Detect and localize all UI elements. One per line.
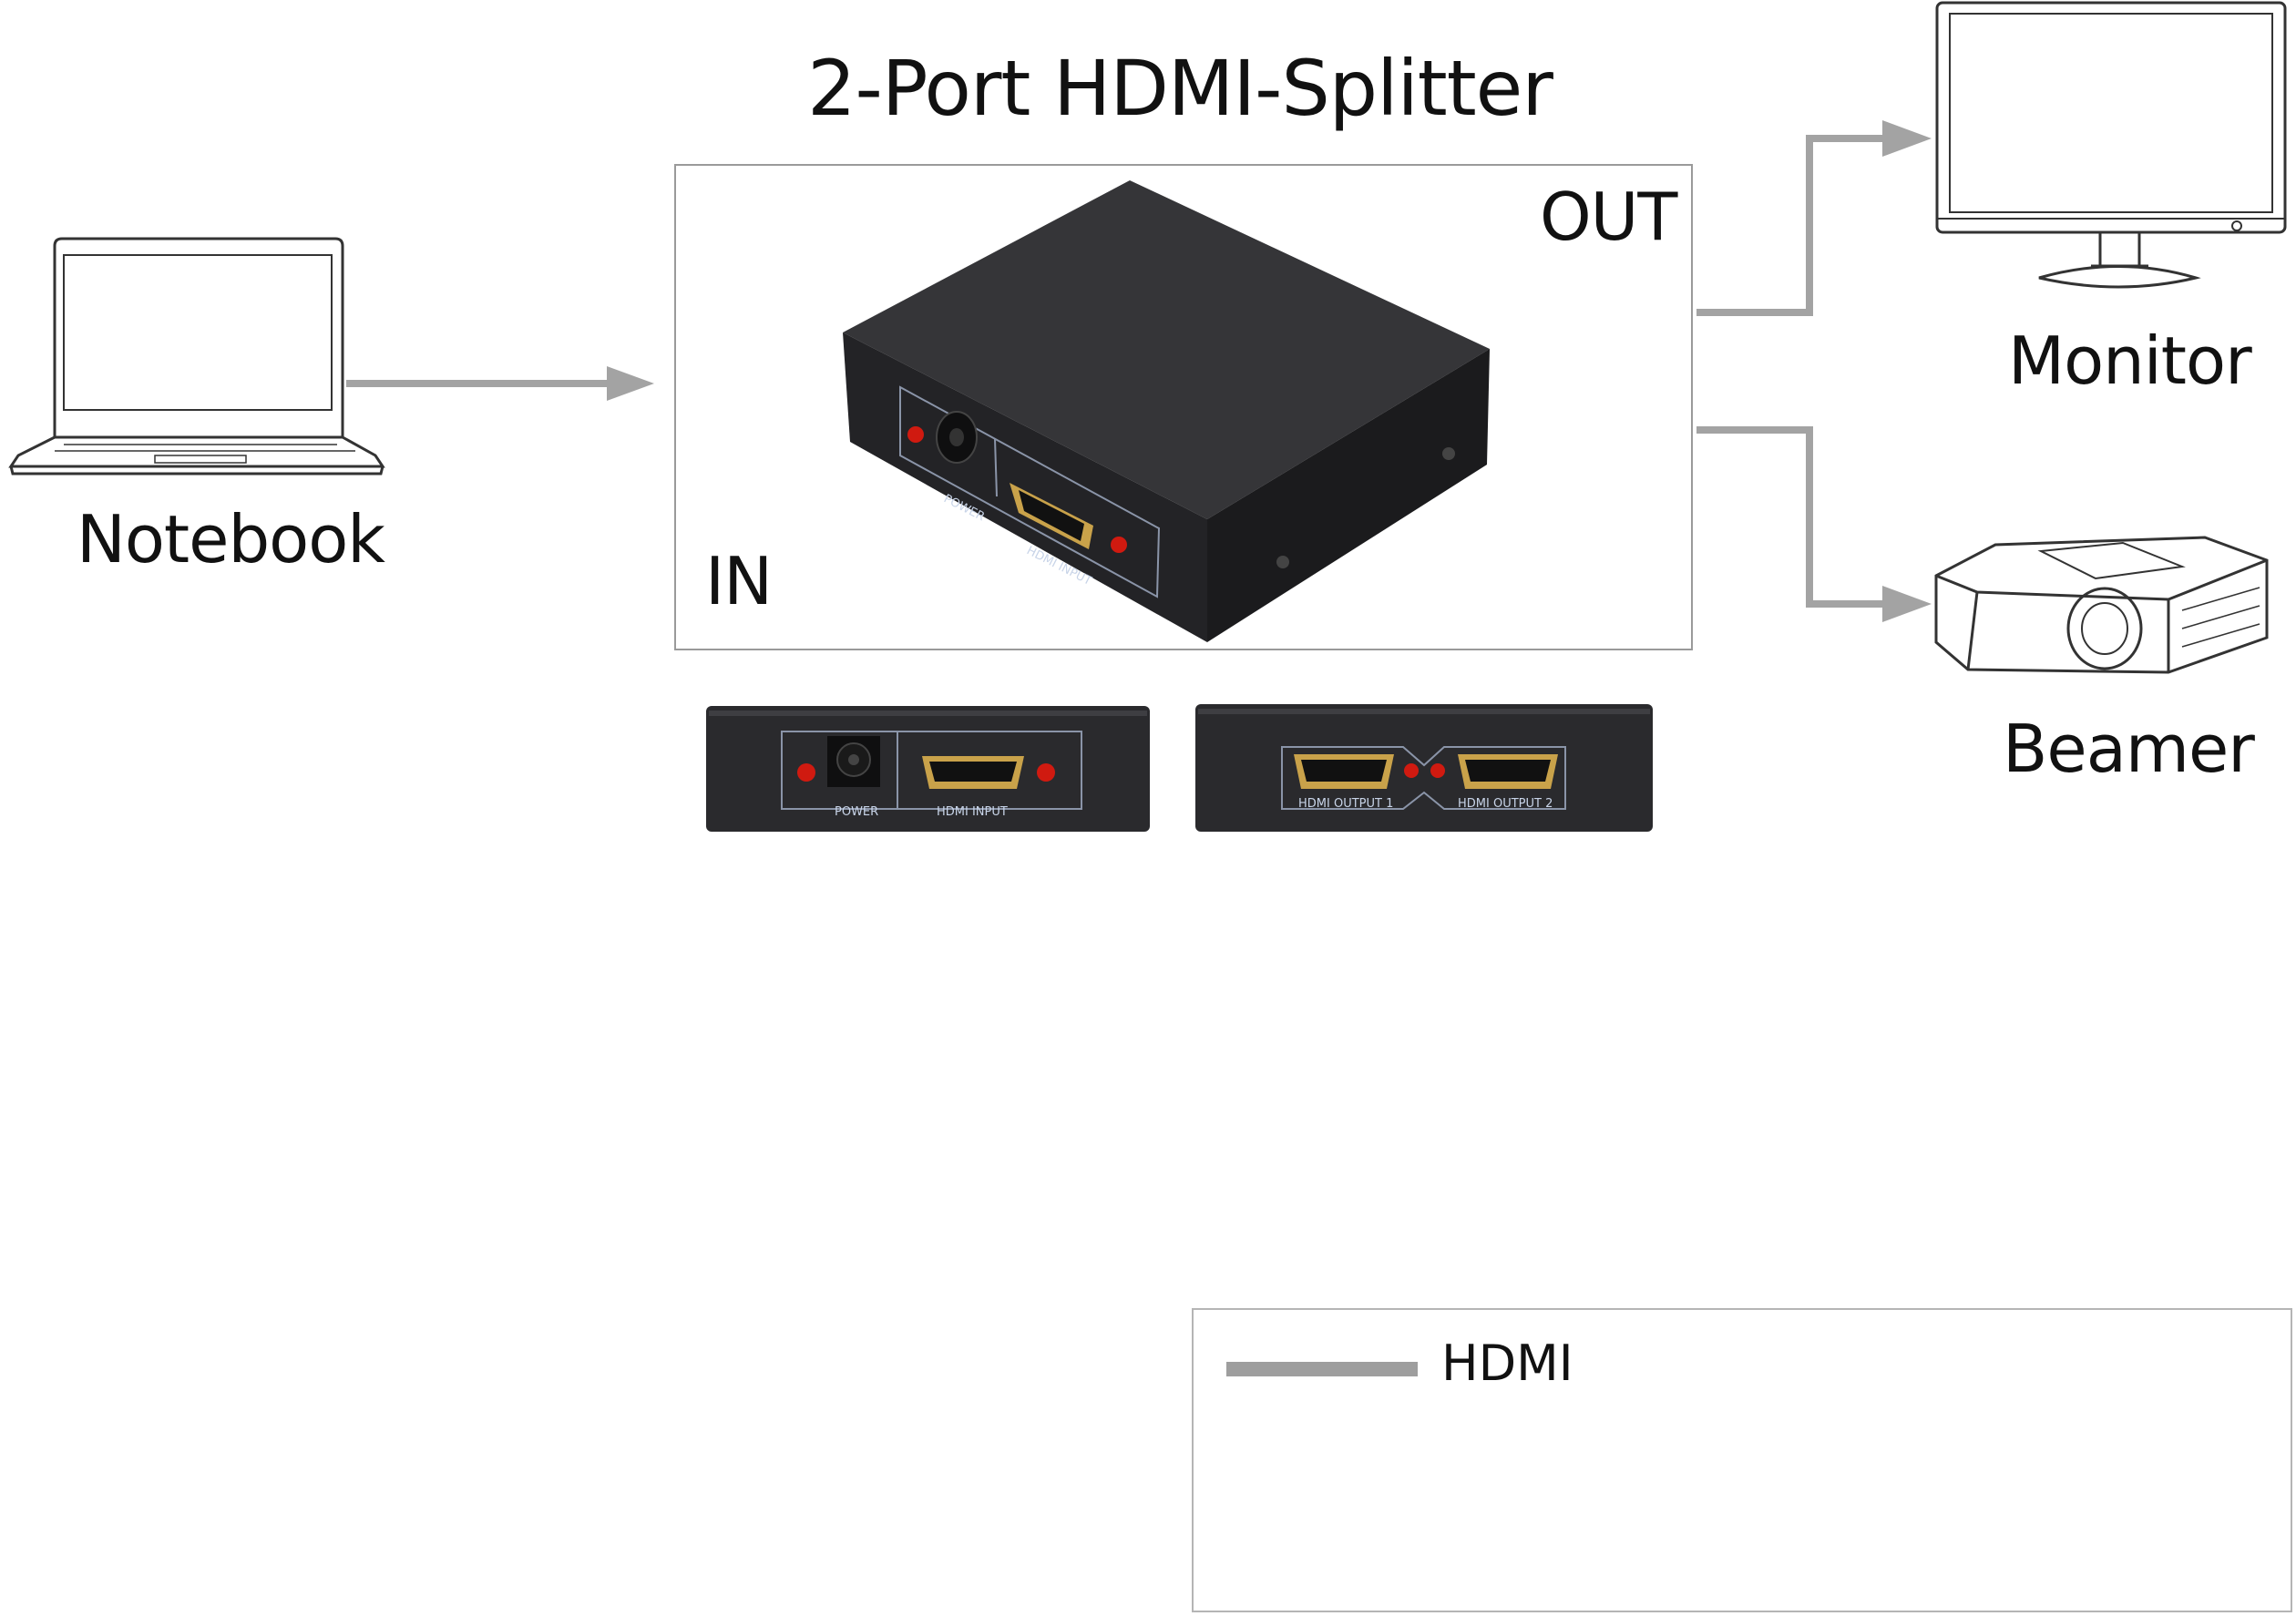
diagram-title: 2-Port HDMI-Splitter: [807, 44, 1553, 133]
splitter-frame: [674, 164, 1693, 650]
hdmi-cable-outputs: [1696, 120, 1932, 622]
notebook-icon: [8, 237, 385, 476]
notebook-label: Notebook: [77, 501, 385, 578]
back-output1-label: HDMI OUTPUT 1: [1298, 797, 1393, 811]
hdmi-splitter-device: POWER HDMI INPUT: [843, 180, 1490, 642]
splitter-front-panel: POWER HDMI INPUT: [706, 706, 1150, 832]
beamer-label: Beamer: [2003, 711, 2255, 787]
splitter-back-panel: HDMI OUTPUT 1 HDMI OUTPUT 2: [1195, 704, 1653, 832]
front-hdmi-input-label: HDMI INPUT: [937, 805, 1008, 819]
hdmi-cable-input: [346, 366, 654, 401]
legend-box: [1192, 1308, 2292, 1612]
front-power-label: POWER: [835, 805, 878, 819]
in-label: IN: [705, 543, 773, 619]
monitor-icon: [1935, 1, 2287, 289]
monitor-label: Monitor: [2008, 322, 2252, 399]
legend-hdmi-label: HDMI: [1441, 1335, 1573, 1392]
back-output2-label: HDMI OUTPUT 2: [1458, 797, 1553, 811]
legend-hdmi-swatch: [1226, 1362, 1418, 1376]
out-label: OUT: [1540, 179, 1677, 255]
beamer-icon: [1934, 536, 2269, 674]
